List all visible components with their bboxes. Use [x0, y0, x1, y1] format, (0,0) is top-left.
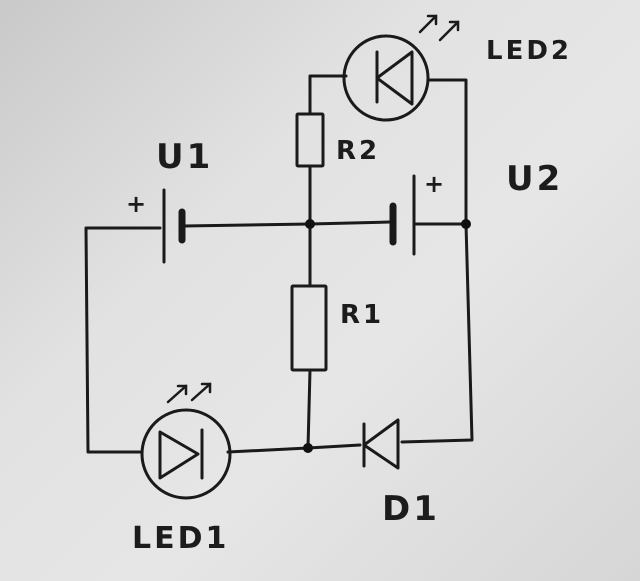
- wire-node-to-d1: [306, 443, 362, 450]
- label-u2-plus: +: [424, 170, 448, 198]
- label-r1: R1: [340, 300, 385, 330]
- junction-dot-bottom: [303, 443, 313, 453]
- label-led2: LED2: [486, 36, 573, 66]
- label-u1: U1: [156, 137, 214, 177]
- wire-d1-to-right: [400, 222, 474, 444]
- wire-left-loop: [84, 226, 162, 454]
- wire-r1-to-node: [306, 368, 312, 450]
- wire-top-left: [308, 74, 348, 116]
- label-u2: U2: [506, 159, 564, 199]
- diode-d1: [362, 418, 400, 470]
- wire-u2-to-right: [414, 78, 468, 226]
- led2-symbol: [342, 14, 460, 122]
- battery-u1: [162, 188, 186, 264]
- wire-u1-to-node: [182, 220, 392, 228]
- junction-dot-top: [305, 219, 315, 229]
- label-r2: R2: [336, 136, 381, 166]
- resistor-r2: [295, 112, 325, 168]
- resistor-r1: [290, 284, 328, 372]
- label-led1: LED1: [132, 521, 230, 556]
- label-d1: D1: [382, 489, 440, 529]
- junction-dot-right: [461, 219, 471, 229]
- wire-led1-to-node: [226, 446, 310, 454]
- battery-u2: [389, 174, 416, 256]
- led1-symbol: [140, 382, 232, 500]
- label-u1-plus: +: [126, 190, 150, 218]
